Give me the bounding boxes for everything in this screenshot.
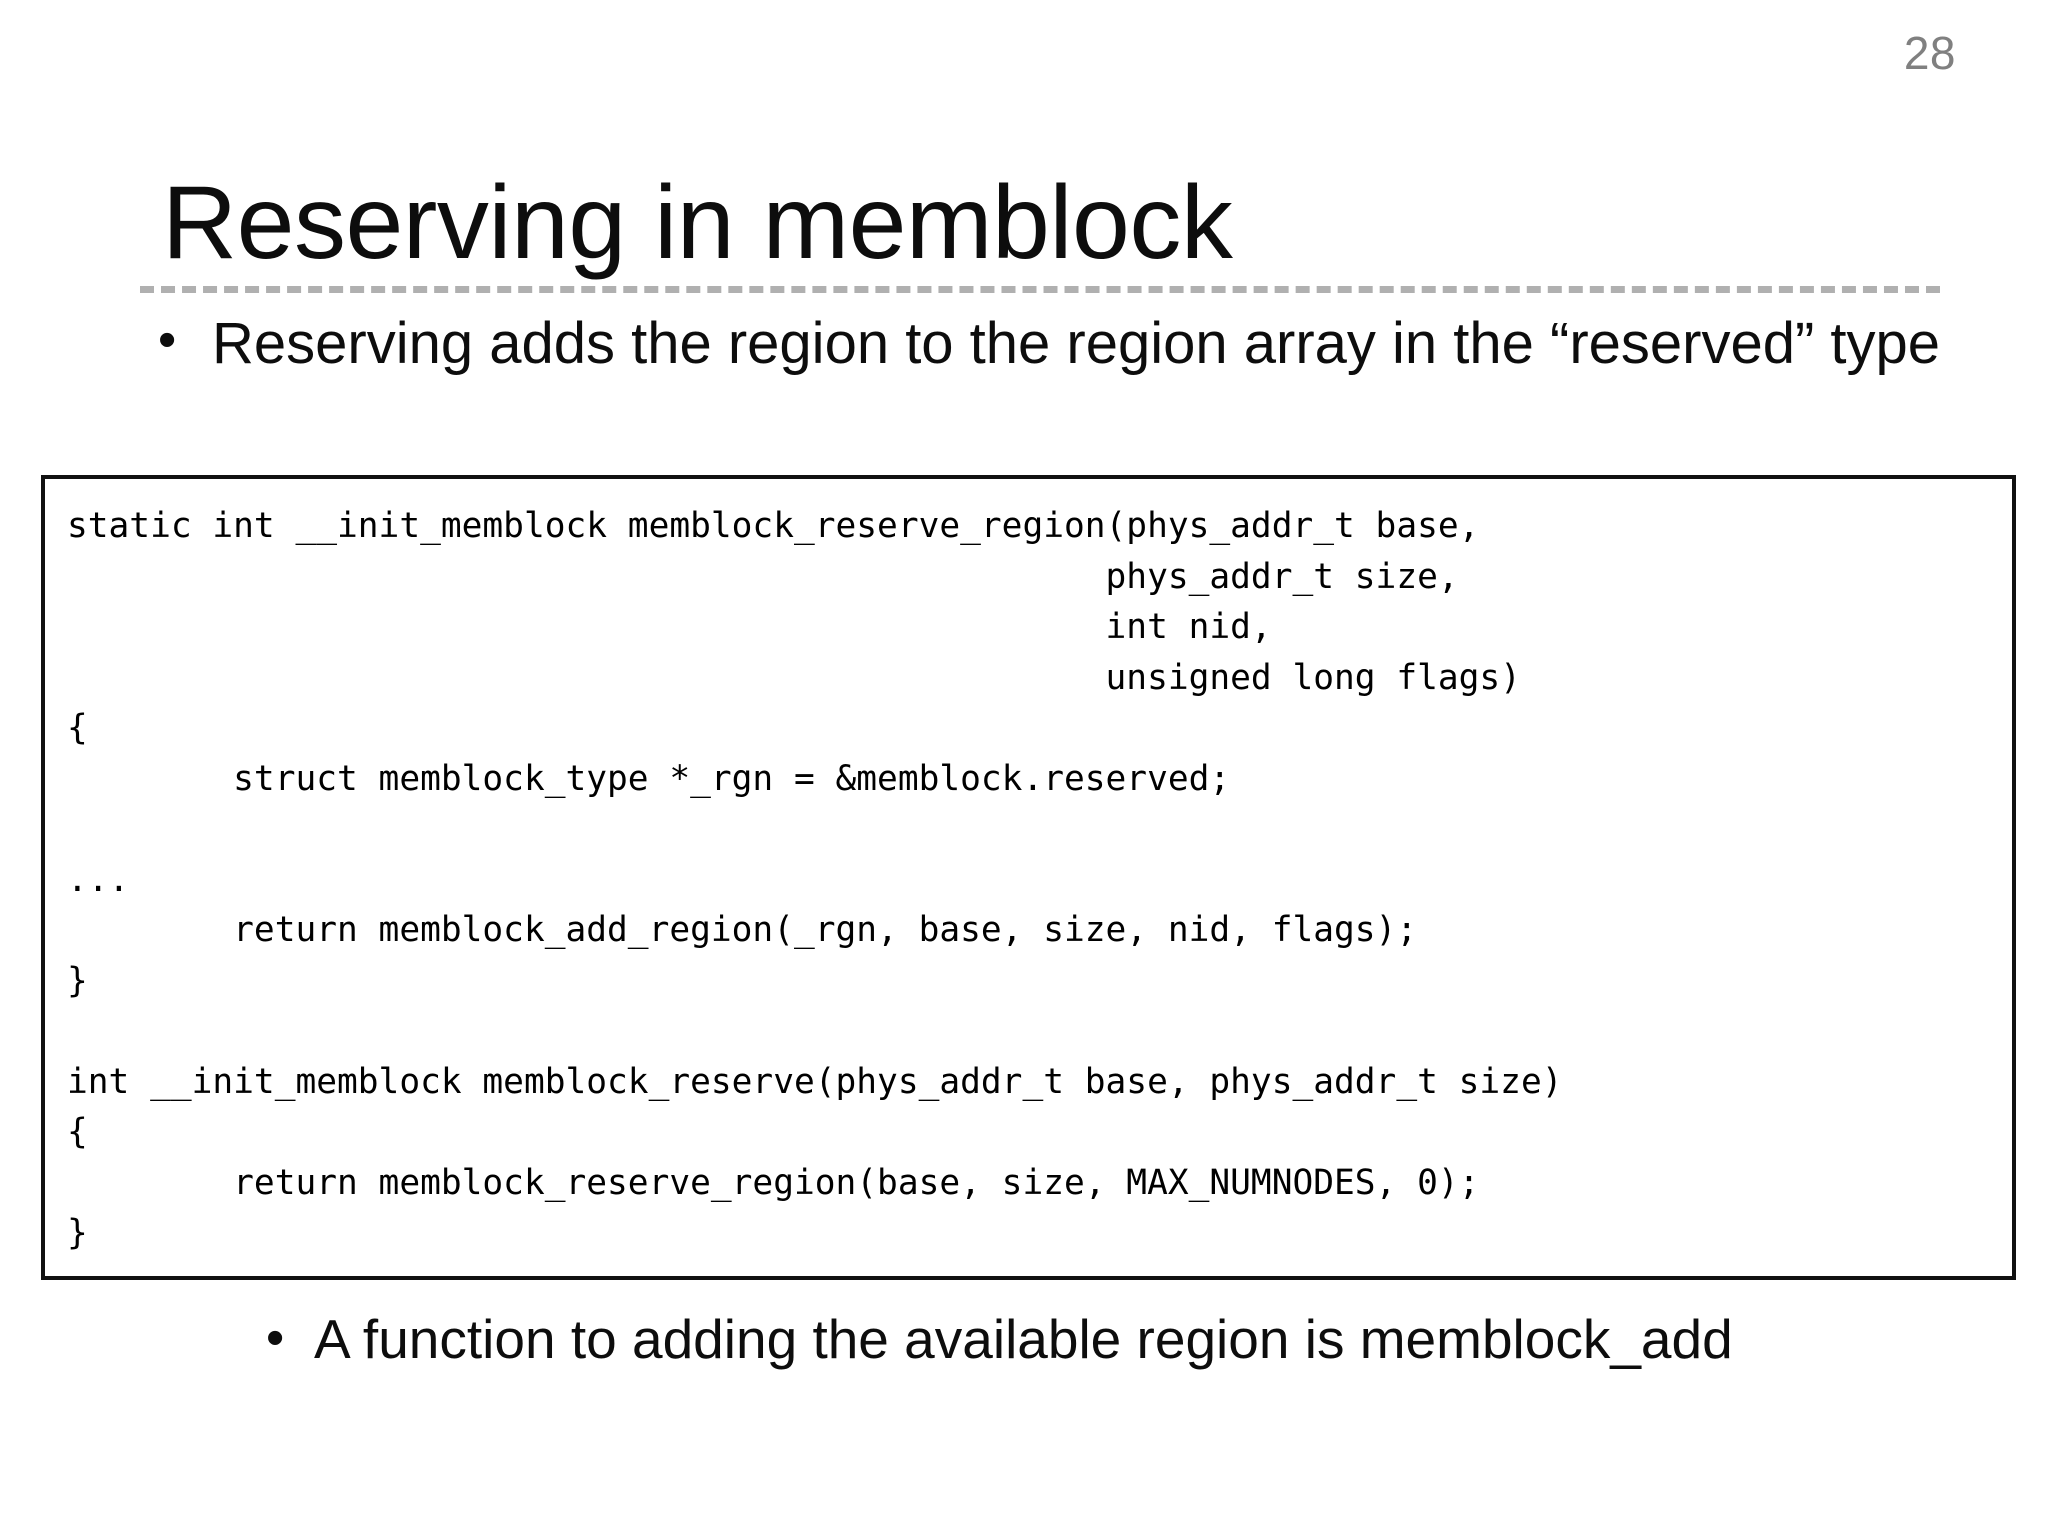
list-item-label: Reserving adds the region to the region … [212,311,1941,376]
bullet-icon: • [266,1309,285,1367]
bullet-list-top: • Reserving adds the region to the regio… [150,310,1950,377]
list-item-label: A function to adding the available regio… [314,1308,1733,1370]
list-item: • Reserving adds the region to the regio… [150,310,1950,377]
page-title: Reserving in memblock [162,164,1233,281]
code-block-text: static int __init_memblock memblock_rese… [67,506,1563,1253]
page-number: 28 [1903,27,1956,79]
code-block: static int __init_memblock memblock_rese… [41,475,2016,1280]
bullet-icon: • [158,311,177,369]
bullet-list-bottom: • A function to adding the available reg… [258,1308,1958,1372]
title-divider [140,286,1940,293]
list-item: • A function to adding the available reg… [258,1308,1958,1372]
